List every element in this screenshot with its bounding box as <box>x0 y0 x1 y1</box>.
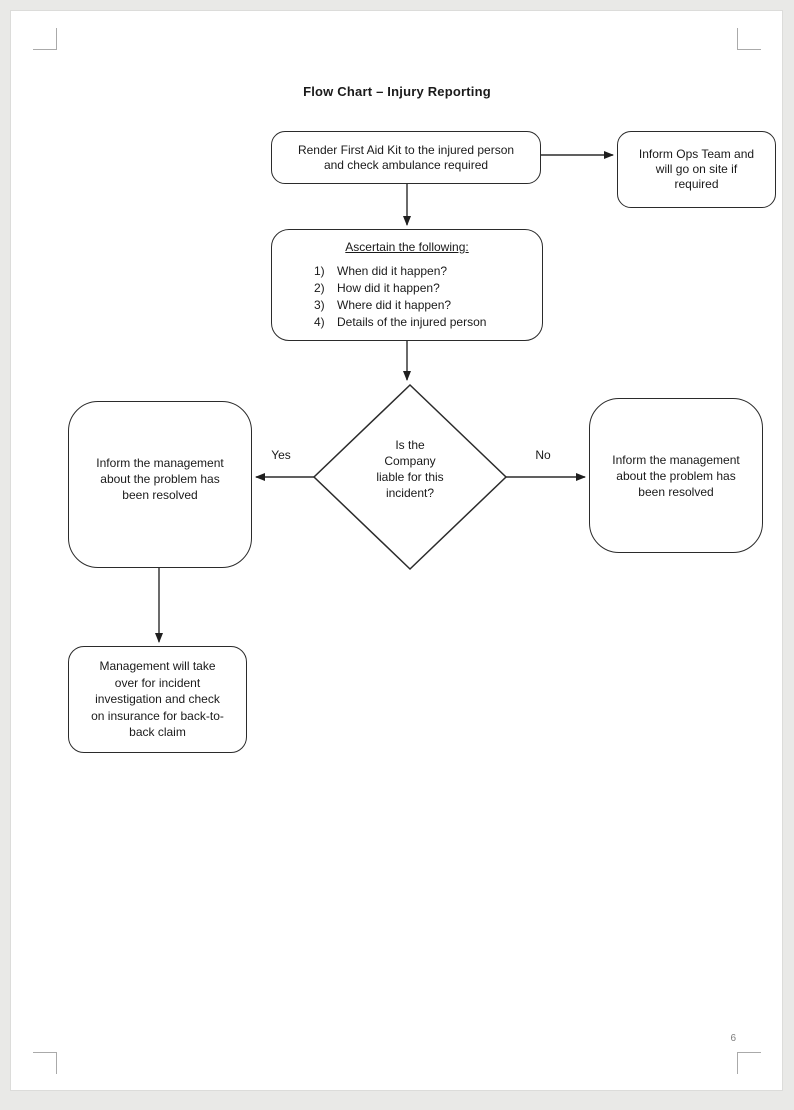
ascertain-item: 4) Details of the injured person <box>272 314 542 331</box>
ascertain-item-number: 3) <box>314 298 325 312</box>
node-ascertain-following: Ascertain the following: 1) When did it … <box>271 229 543 341</box>
ascertain-item: 1) When did it happen? <box>272 263 542 280</box>
margin-mark-top-left <box>33 28 57 50</box>
ascertain-item: 2) How did it happen? <box>272 280 542 297</box>
ascertain-item-number: 2) <box>314 281 325 295</box>
page-title: Flow Chart – Injury Reporting <box>303 84 491 99</box>
ascertain-item-text: Where did it happen? <box>337 298 452 312</box>
ascertain-item-number: 1) <box>314 264 325 278</box>
node-inform-management-left: Inform the management about the problem … <box>68 401 252 568</box>
ascertain-item-text: How did it happen? <box>337 281 440 295</box>
branch-label-no: No <box>535 448 551 462</box>
node-render-first-aid: Render First Aid Kit to the injured pers… <box>271 131 541 184</box>
page-number: 6 <box>730 1033 736 1044</box>
ascertain-heading: Ascertain the following: <box>345 240 469 254</box>
margin-mark-top-right <box>737 28 761 50</box>
node-management-takeover: Management will take over for incident i… <box>68 646 247 753</box>
node-inform-ops-team: Inform Ops Team and will go on site if r… <box>617 131 776 208</box>
branch-label-yes: Yes <box>271 448 291 462</box>
decision-node-label: Is the Company liable for this incident? <box>376 438 444 500</box>
decision-diamond-shape <box>312 383 508 571</box>
ascertain-item-text: When did it happen? <box>337 264 448 278</box>
ascertain-item-number: 4) <box>314 315 325 329</box>
margin-mark-bottom-right <box>737 1052 761 1074</box>
node-inform-management-right: Inform the management about the problem … <box>589 398 763 553</box>
margin-mark-bottom-left <box>33 1052 57 1074</box>
ascertain-item: 3) Where did it happen? <box>272 297 542 314</box>
ascertain-item-text: Details of the injured person <box>337 315 487 329</box>
